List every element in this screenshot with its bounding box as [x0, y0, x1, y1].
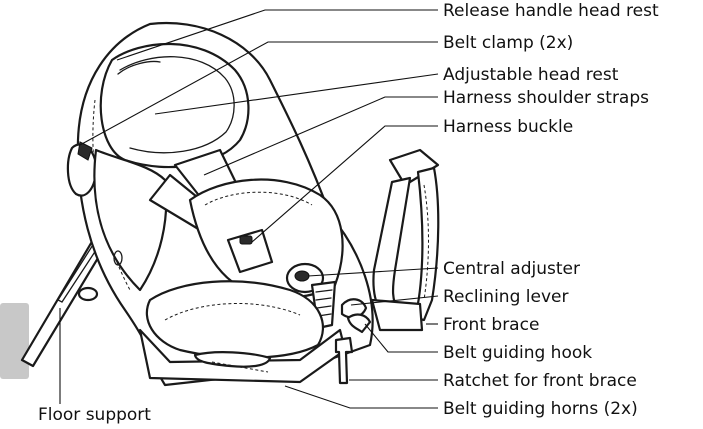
front-brace-bottom: [372, 300, 422, 330]
harness-buckle-button: [240, 236, 252, 244]
label-central-adjuster: Central adjuster: [443, 259, 580, 279]
label-front-brace: Front brace: [443, 315, 539, 335]
label-release-handle-head-rest: Release handle head rest: [443, 1, 659, 21]
leader-belt-guiding-horns: [285, 386, 438, 408]
label-floor-support: Floor support: [38, 405, 151, 425]
ratchet-for-front-brace: [336, 338, 352, 383]
label-harness-shoulder-straps: Harness shoulder straps: [443, 88, 649, 108]
page-tab: [0, 303, 29, 379]
label-reclining-lever: Reclining lever: [443, 287, 568, 307]
label-ratchet-for-front-brace: Ratchet for front brace: [443, 371, 637, 391]
label-belt-guiding-hook: Belt guiding hook: [443, 343, 592, 363]
front-seat-cushion: [147, 281, 323, 358]
front-brace-left-bar: [373, 178, 410, 320]
label-belt-clamp: Belt clamp (2x): [443, 33, 573, 53]
car-seat-illustration: [22, 23, 438, 385]
label-adjustable-head-rest: Adjustable head rest: [443, 65, 619, 85]
label-harness-buckle: Harness buckle: [443, 117, 573, 137]
floor-support-joint: [79, 288, 97, 300]
label-belt-guiding-horns: Belt guiding horns (2x): [443, 399, 638, 419]
head-rest: [101, 44, 249, 167]
central-adjuster-knob: [295, 271, 309, 281]
